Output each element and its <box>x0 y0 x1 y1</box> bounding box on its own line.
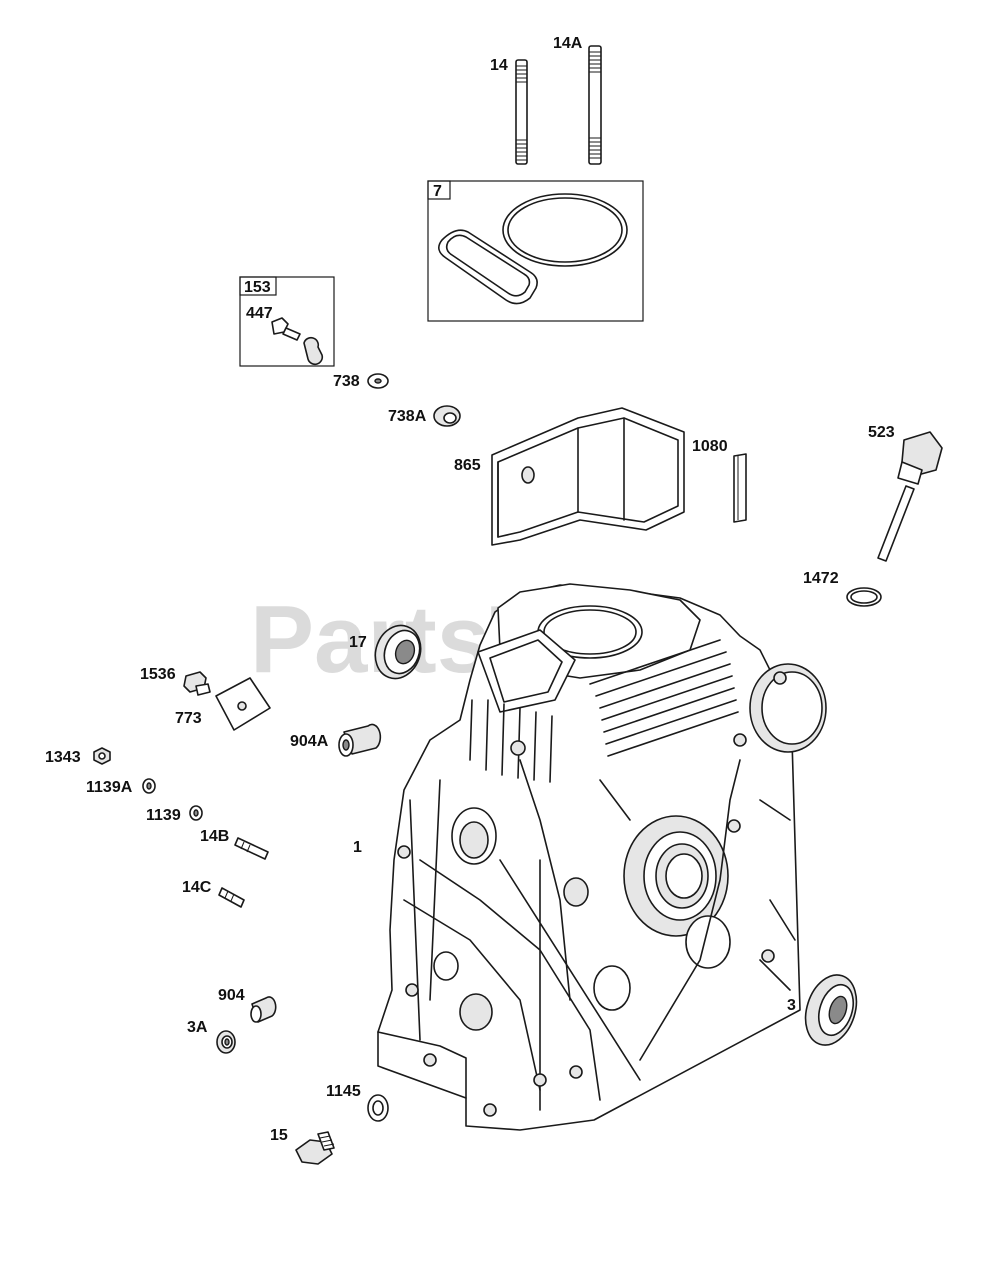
label-3: 3 <box>787 997 796 1014</box>
label-738a: 738A <box>388 408 427 425</box>
key-1080[interactable] <box>733 453 747 523</box>
label-1139: 1139 <box>146 807 181 824</box>
label-523: 523 <box>868 424 895 441</box>
label-14b: 14B <box>200 828 229 845</box>
kit-label-153: 153 <box>244 279 271 296</box>
nut-1343[interactable] <box>93 747 111 765</box>
drain-plug-15[interactable] <box>295 1131 335 1165</box>
oil-seal-3[interactable] <box>797 968 865 1051</box>
washer-1145[interactable] <box>367 1094 389 1122</box>
cylinder-shield-865[interactable] <box>491 407 685 546</box>
plate-773[interactable] <box>215 677 271 731</box>
label-1080: 1080 <box>692 438 728 455</box>
label-904: 904 <box>218 987 245 1004</box>
pin-14c[interactable] <box>218 887 245 908</box>
fitting-1536[interactable] <box>183 671 211 696</box>
pin-14b[interactable] <box>234 837 269 860</box>
label-15: 15 <box>270 1127 288 1144</box>
stud-14[interactable] <box>515 59 528 165</box>
breather-kit-153[interactable] <box>239 276 335 367</box>
label-1145: 1145 <box>326 1083 361 1100</box>
crankcase-1[interactable] <box>377 583 827 1131</box>
label-904a: 904A <box>290 733 329 750</box>
label-1: 1 <box>353 839 362 856</box>
label-14: 14 <box>490 57 508 74</box>
washer-738[interactable] <box>367 373 389 389</box>
label-773: 773 <box>175 710 202 727</box>
bearing-17[interactable] <box>368 619 428 685</box>
washer-1139[interactable] <box>189 805 203 821</box>
label-14c: 14C <box>182 879 212 896</box>
dipstick-523[interactable] <box>877 431 943 562</box>
grommet-738a[interactable] <box>433 405 461 427</box>
label-1536: 1536 <box>140 666 176 683</box>
needle-bearing-904[interactable] <box>250 996 277 1023</box>
label-3a: 3A <box>187 1019 208 1036</box>
o-ring-1472[interactable] <box>846 587 882 607</box>
kit-label-7: 7 <box>433 183 442 200</box>
stud-14a[interactable] <box>588 45 602 165</box>
label-865: 865 <box>454 457 481 474</box>
gasket-kit-7[interactable] <box>427 180 644 322</box>
needle-bearing-904a[interactable] <box>338 723 382 757</box>
label-17: 17 <box>349 634 367 651</box>
label-738: 738 <box>333 373 360 390</box>
label-14a: 14A <box>553 35 583 52</box>
label-1343: 1343 <box>45 749 81 766</box>
label-1139a: 1139A <box>86 779 133 796</box>
seal-3a[interactable] <box>216 1030 236 1054</box>
label-1472: 1472 <box>803 570 839 587</box>
label-447: 447 <box>246 305 273 322</box>
washer-1139a[interactable] <box>142 778 156 794</box>
